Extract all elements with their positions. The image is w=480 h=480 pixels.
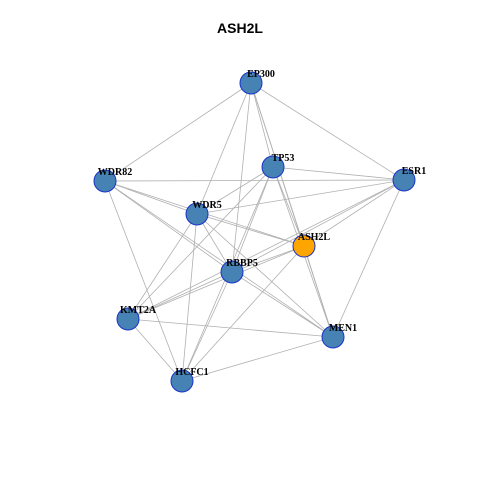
edge-layer xyxy=(104,82,405,382)
node-esr1 xyxy=(392,168,416,192)
edge-men1-hcfc1 xyxy=(181,336,334,382)
edge-esr1-wdr5 xyxy=(196,179,405,215)
edge-wdr82-esr1 xyxy=(104,179,405,182)
node-layer xyxy=(93,71,416,393)
node-label-ep300: EP300 xyxy=(247,69,275,80)
node-label-ash2l: ASH2L xyxy=(298,232,331,243)
edge-wdr5-kmt2a xyxy=(127,213,198,320)
edge-esr1-men1 xyxy=(332,179,405,338)
node-hcfc1 xyxy=(170,369,194,393)
edge-wdr82-wdr5 xyxy=(104,180,198,215)
node-kmt2a xyxy=(116,307,140,331)
chart-title: ASH2L xyxy=(217,20,263,36)
edge-ash2l-kmt2a xyxy=(127,245,305,320)
edge-wdr82-hcfc1 xyxy=(104,180,183,382)
node-ash2l xyxy=(292,234,316,258)
edge-kmt2a-men1 xyxy=(127,318,334,338)
node-label-esr1: ESR1 xyxy=(402,166,426,177)
node-label-tp53: TP53 xyxy=(272,153,295,164)
node-label-hcfc1: HCFC1 xyxy=(175,367,208,378)
edge-esr1-ash2l xyxy=(303,179,405,247)
edge-ep300-rbbp5 xyxy=(231,82,252,273)
edge-tp53-kmt2a xyxy=(127,166,274,320)
node-men1 xyxy=(321,325,345,349)
node-tp53 xyxy=(261,155,285,179)
edge-wdr82-men1 xyxy=(104,180,334,338)
edge-tp53-esr1 xyxy=(272,166,405,181)
edge-ash2l-hcfc1 xyxy=(181,245,305,382)
edge-tp53-wdr5 xyxy=(196,166,274,215)
node-wdr5 xyxy=(185,202,209,226)
node-label-kmt2a: KMT2A xyxy=(120,305,157,316)
edge-tp53-rbbp5 xyxy=(231,166,274,273)
edge-esr1-rbbp5 xyxy=(231,179,405,273)
edge-ep300-tp53 xyxy=(250,82,274,168)
node-ep300 xyxy=(239,71,263,95)
node-rbbp5 xyxy=(220,260,244,284)
edge-kmt2a-hcfc1 xyxy=(127,318,183,382)
edge-ep300-wdr5 xyxy=(196,82,252,215)
node-wdr82 xyxy=(93,169,117,193)
edge-ep300-esr1 xyxy=(250,82,405,181)
node-label-wdr82: WDR82 xyxy=(98,167,132,178)
edge-wdr5-ash2l xyxy=(196,213,305,247)
edge-rbbp5-hcfc1 xyxy=(181,271,233,382)
edge-rbbp5-kmt2a xyxy=(127,271,233,320)
edge-esr1-kmt2a xyxy=(127,179,405,320)
node-label-men1: MEN1 xyxy=(329,323,357,334)
node-label-wdr5: WDR5 xyxy=(192,200,221,211)
node-label-rbbp5: RBBP5 xyxy=(226,258,258,269)
edge-ash2l-rbbp5 xyxy=(231,245,305,273)
edge-wdr5-hcfc1 xyxy=(181,213,198,382)
edge-rbbp5-men1 xyxy=(231,271,334,338)
edge-ash2l-men1 xyxy=(303,245,334,338)
edge-ep300-wdr82 xyxy=(104,82,252,182)
edge-wdr82-rbbp5 xyxy=(104,180,233,273)
edge-wdr5-men1 xyxy=(196,213,334,338)
